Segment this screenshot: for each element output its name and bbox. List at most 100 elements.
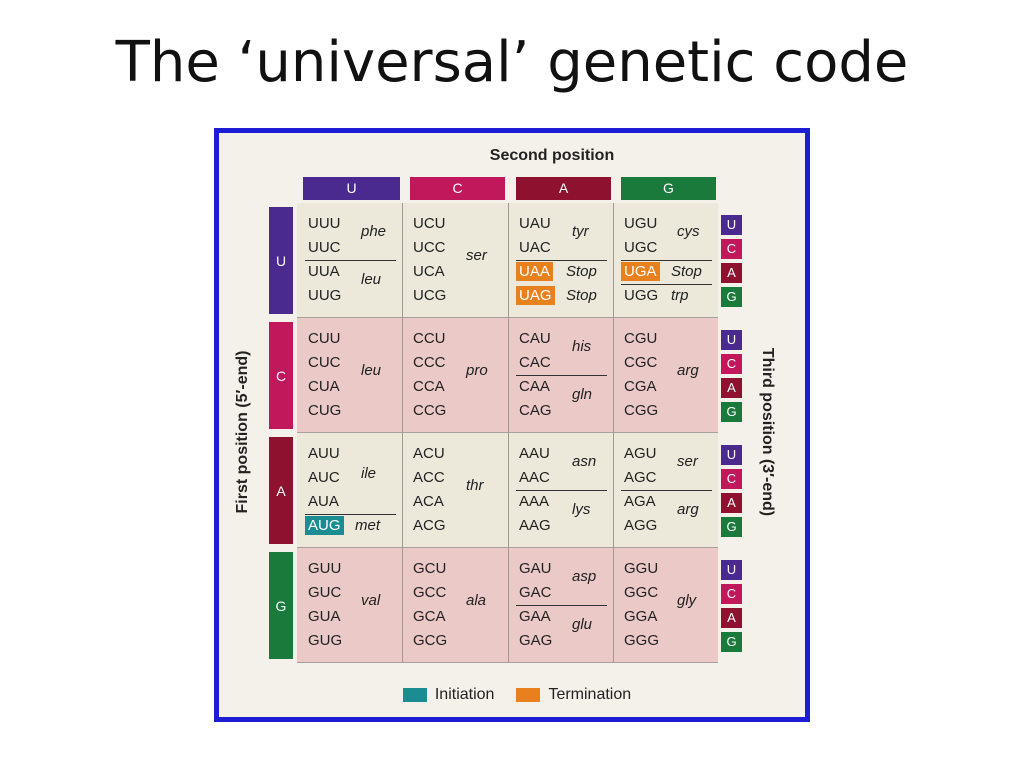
codon-CGC: CGC xyxy=(624,354,658,371)
second-position-U: U xyxy=(303,177,400,200)
legend-swatch-initiation xyxy=(402,688,427,702)
third-position-U: U xyxy=(721,215,742,235)
first-position-U: U xyxy=(269,207,293,314)
row-band-G xyxy=(297,548,718,663)
grid-divider xyxy=(613,203,614,663)
amino-acid-leu: leu xyxy=(361,271,382,288)
codon-UGC: UGC xyxy=(624,239,658,256)
codon-UUU: UUU xyxy=(308,215,341,232)
amino-acid-thr: thr xyxy=(466,477,484,494)
codon-CGU: CGU xyxy=(624,330,658,347)
amino-acid-stop: Stop xyxy=(566,263,597,280)
legend-item-termination: Termination xyxy=(516,686,631,704)
third-position-U: U xyxy=(721,560,742,580)
amino-acid-val: val xyxy=(361,592,381,609)
codon-CUA: CUA xyxy=(308,378,340,395)
amino-acid-gln: gln xyxy=(572,386,593,403)
third-position-C: C xyxy=(721,584,742,604)
codon-AGG: AGG xyxy=(624,517,658,534)
codon-GUU: GUU xyxy=(308,560,342,577)
codon-GAU: GAU xyxy=(519,560,552,577)
group-separator xyxy=(516,375,607,376)
third-position-A: A xyxy=(721,263,742,283)
third-position-label: Third position (3′-end) xyxy=(759,347,776,517)
amino-acid-arg: arg xyxy=(677,362,699,379)
group-separator xyxy=(516,260,607,261)
codon-AUU: AUU xyxy=(308,445,340,462)
slide-title: The ‘universal’ genetic code xyxy=(115,30,909,95)
second-position-A: A xyxy=(516,177,611,200)
codon-ACG: ACG xyxy=(413,517,446,534)
amino-acid-ser: ser xyxy=(677,453,698,470)
first-position-A: A xyxy=(269,437,293,544)
codon-ACC: ACC xyxy=(413,469,445,486)
third-position-A: A xyxy=(721,608,742,628)
codon-AAC: AAC xyxy=(519,469,550,486)
third-position-G: G xyxy=(721,287,742,307)
third-position-C: C xyxy=(721,469,742,489)
codon-UAA: UAA xyxy=(516,262,553,281)
codon-UCG: UCG xyxy=(413,287,447,304)
third-position-U: U xyxy=(721,330,742,350)
legend: Initiation Termination xyxy=(219,683,815,707)
grid-divider xyxy=(402,203,403,663)
codon-ACA: ACA xyxy=(413,493,444,510)
amino-acid-leu: leu xyxy=(361,362,382,379)
third-position-C: C xyxy=(721,354,742,374)
legend-label-initiation: Initiation xyxy=(434,686,495,703)
third-position-A: A xyxy=(721,493,742,513)
amino-acid-tyr: tyr xyxy=(572,223,589,240)
codon-AGA: AGA xyxy=(624,493,656,510)
group-separator xyxy=(516,605,607,606)
codon-UGU: UGU xyxy=(624,215,658,232)
codon-UUA: UUA xyxy=(308,263,340,280)
amino-acid-stop: Stop xyxy=(566,287,597,304)
amino-acid-cys: cys xyxy=(677,223,700,240)
grid-divider xyxy=(508,203,509,663)
codon-UCC: UCC xyxy=(413,239,446,256)
second-position-label: Second position xyxy=(489,147,615,164)
second-position-C: C xyxy=(410,177,505,200)
group-separator xyxy=(305,514,396,515)
codon-CAC: CAC xyxy=(519,354,551,371)
amino-acid-stop: Stop xyxy=(671,263,702,280)
codon-CUC: CUC xyxy=(308,354,341,371)
codon-UAC: UAC xyxy=(519,239,551,256)
codon-GAC: GAC xyxy=(519,584,552,601)
row-band-C xyxy=(297,318,718,433)
codon-GAG: GAG xyxy=(519,632,553,649)
codon-GGG: GGG xyxy=(624,632,660,649)
legend-swatch-termination xyxy=(516,688,541,702)
codon-GUC: GUC xyxy=(308,584,342,601)
codon-GCG: GCG xyxy=(413,632,448,649)
amino-acid-pro: pro xyxy=(466,362,488,379)
codon-GGC: GGC xyxy=(624,584,659,601)
third-position-A: A xyxy=(721,378,742,398)
codon-GUA: GUA xyxy=(308,608,341,625)
first-position-label: First position (5′-end) xyxy=(234,350,251,514)
codon-CUG: CUG xyxy=(308,402,342,419)
amino-acid-ile: ile xyxy=(361,465,377,482)
codon-AUA: AUA xyxy=(308,493,339,510)
codon-GCC: GCC xyxy=(413,584,447,601)
third-position-U: U xyxy=(721,445,742,465)
codon-UAG: UAG xyxy=(516,286,555,305)
codon-CCG: CCG xyxy=(413,402,447,419)
codon-GCU: GCU xyxy=(413,560,447,577)
third-position-G: G xyxy=(721,402,742,422)
amino-acid-trp: trp xyxy=(671,287,689,304)
second-position-G: G xyxy=(621,177,716,200)
codon-CCC: CCC xyxy=(413,354,446,371)
third-position-G: G xyxy=(721,632,742,652)
genetic-code-table: Second position First position (5′-end) … xyxy=(214,128,810,722)
first-position-G: G xyxy=(269,552,293,659)
amino-acid-glu: glu xyxy=(572,616,593,633)
amino-acid-ala: ala xyxy=(466,592,487,609)
first-position-C: C xyxy=(269,322,293,429)
codon-CCU: CCU xyxy=(413,330,446,347)
codon-UGA: UGA xyxy=(621,262,660,281)
codon-UUG: UUG xyxy=(308,287,342,304)
group-separator xyxy=(516,490,607,491)
group-separator xyxy=(621,284,712,285)
